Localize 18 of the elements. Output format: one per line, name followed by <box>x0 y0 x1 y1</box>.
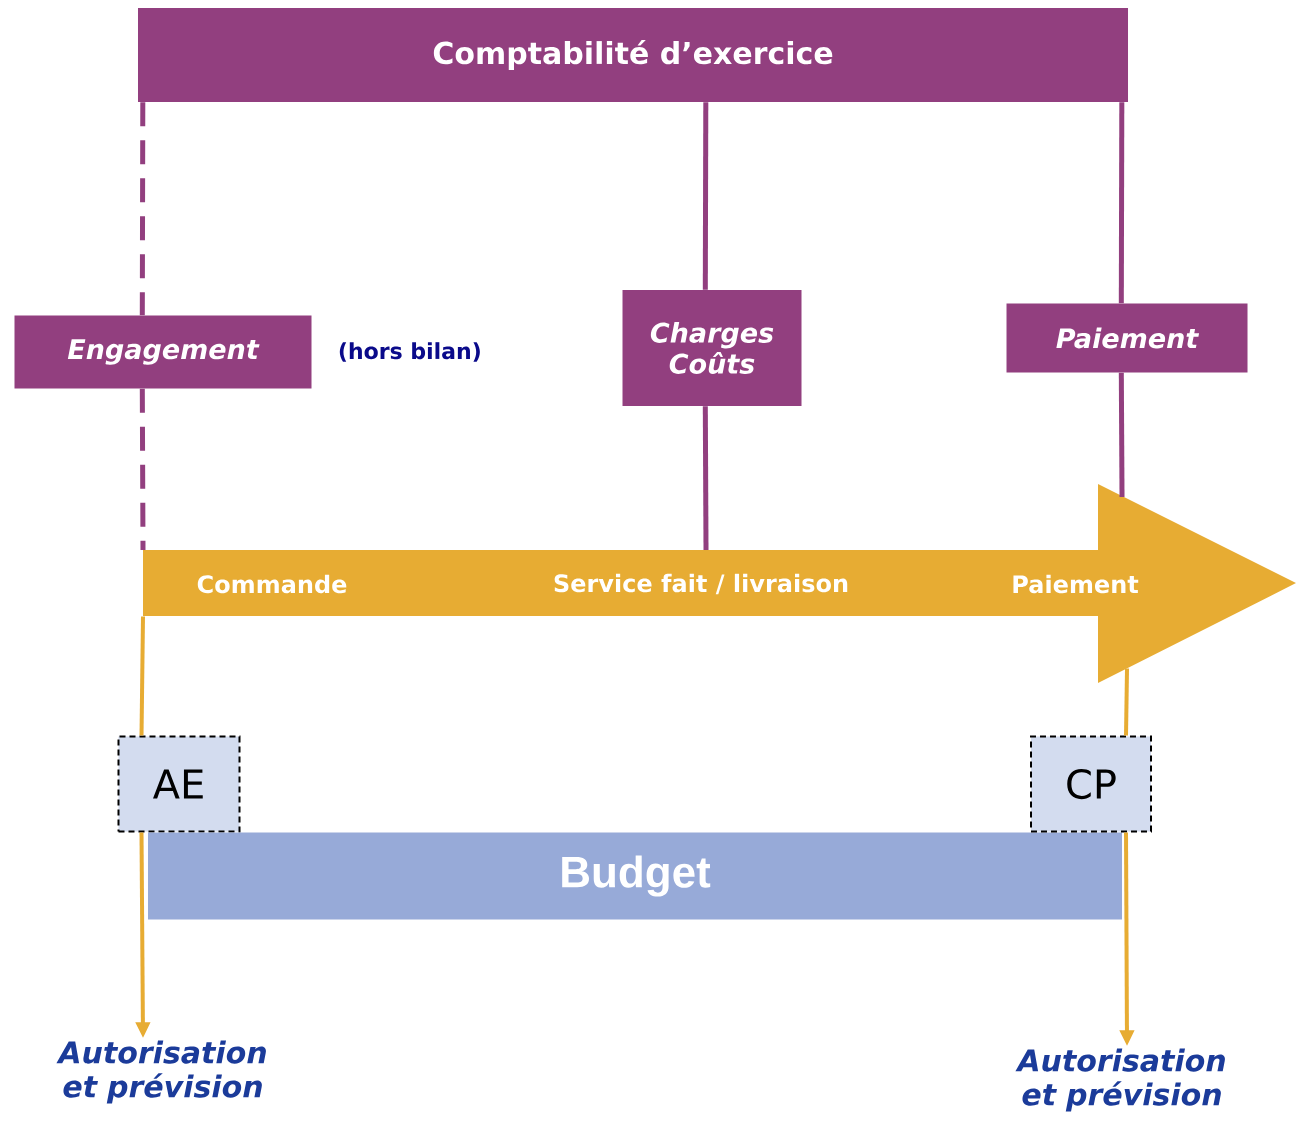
credit-box: AE <box>117 735 241 833</box>
event-box: Charges Coûts <box>622 290 802 406</box>
event-box: Paiement <box>1006 303 1248 373</box>
credit-box: CP <box>1030 735 1152 833</box>
title-bar: Comptabilité d’exercice <box>138 8 1128 102</box>
connector-line <box>139 616 145 736</box>
connector-line <box>1118 372 1125 497</box>
note-text: Autorisation et prévision <box>1015 1048 1225 1112</box>
connector-line <box>139 102 146 316</box>
side-note: (hors bilan) <box>339 342 480 362</box>
connector-line <box>139 388 146 550</box>
event-box: Engagement <box>14 315 312 389</box>
budget-bar: Budget <box>148 832 1122 920</box>
note-text: Autorisation et prévision <box>56 1040 266 1104</box>
connector-line <box>1124 668 1129 736</box>
connector-line <box>702 102 709 290</box>
connector-line <box>702 406 709 551</box>
connector-line <box>1118 102 1125 304</box>
